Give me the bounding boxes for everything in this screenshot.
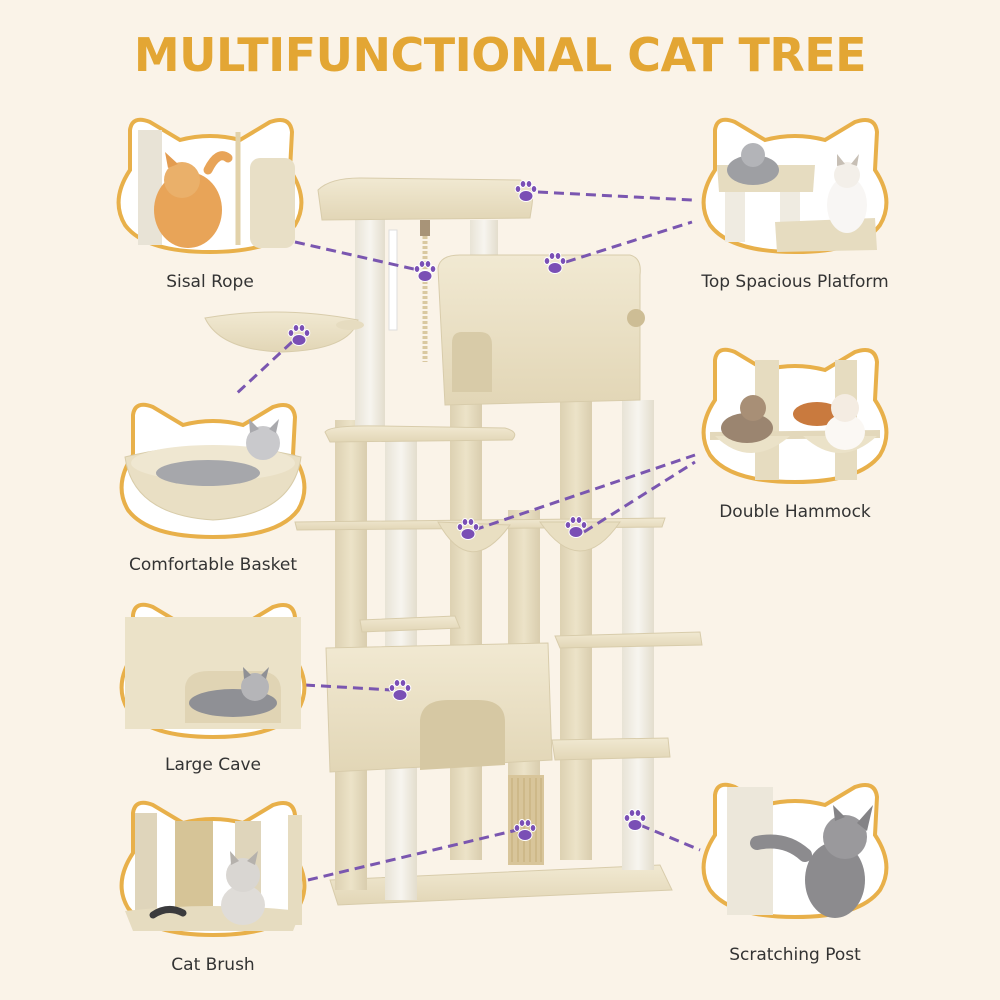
feature-label: Double Hammock: [719, 502, 871, 522]
paw-icon: [623, 809, 647, 831]
feature-label: Sisal Rope: [166, 272, 254, 292]
feature-scratching-post: Scratching Post: [695, 775, 895, 965]
feature-label: Top Spacious Platform: [701, 272, 889, 292]
cat-reaching-rope-icon: [116, 117, 304, 255]
cats-on-platform-icon: [701, 117, 889, 255]
paw-icon: [388, 679, 412, 701]
paw-icon: [543, 252, 567, 274]
feature-large-cave: Large Cave: [113, 595, 313, 775]
cat-in-basket-icon: [119, 402, 307, 540]
feature-double-hammock: Double Hammock: [695, 340, 895, 522]
cat-in-cave-icon: [119, 602, 307, 740]
cat-by-brush-icon: [119, 800, 307, 938]
feature-label: Cat Brush: [171, 955, 255, 975]
feature-top-spacious-platform: Top Spacious Platform: [695, 110, 895, 292]
paw-icon: [287, 324, 311, 346]
feature-comfortable-basket: Comfortable Basket: [113, 395, 313, 575]
page-title: MULTIFUNCTIONAL CAT TREE: [133, 28, 867, 82]
paw-icon: [564, 516, 588, 538]
feature-sisal-rope: Sisal Rope: [110, 110, 310, 292]
feature-label: Comfortable Basket: [129, 555, 297, 575]
feature-label: Scratching Post: [729, 945, 861, 965]
cat-scratching-post-icon: [701, 782, 889, 920]
paw-icon: [456, 518, 480, 540]
feature-label: Large Cave: [164, 755, 262, 775]
paw-icon: [514, 180, 538, 202]
paw-icon: [513, 819, 537, 841]
paw-icon: [413, 260, 437, 282]
cats-in-hammock-icon: [701, 347, 889, 485]
feature-cat-brush: Cat Brush: [113, 793, 313, 975]
